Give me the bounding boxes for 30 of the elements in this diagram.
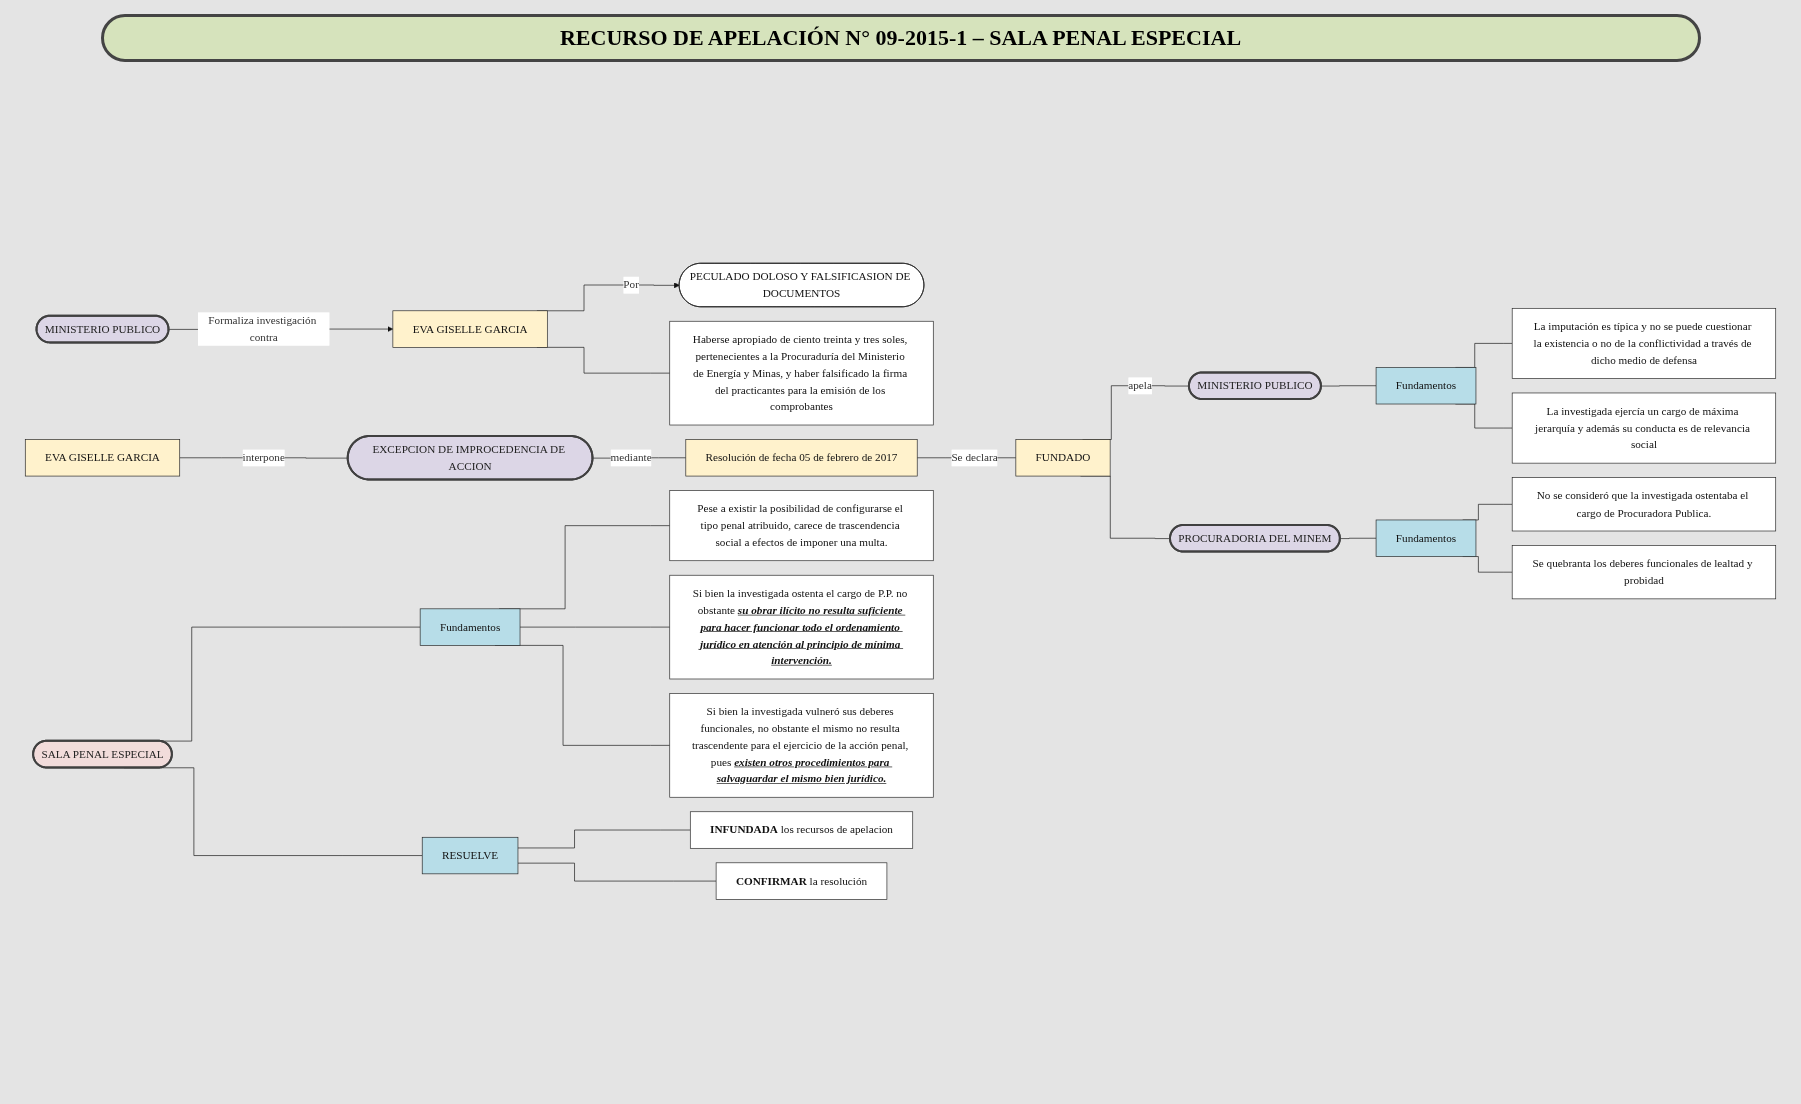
- edge-label: apela: [1128, 378, 1152, 392]
- node-box: Fundamentos: [419, 608, 521, 646]
- node-box: Fundamentos: [1375, 519, 1477, 557]
- edge-label: Formaliza investigación contra: [208, 313, 317, 344]
- connector: [519, 626, 671, 628]
- connector: [1320, 385, 1377, 387]
- node-box: La imputación es típica y no se puede cuestionar la existencia o no de la conflictividad a través de dicho medio de defensa: [1511, 307, 1777, 379]
- edge-label: Se declara: [951, 451, 998, 464]
- connector: [1339, 537, 1377, 539]
- connector: [517, 862, 717, 882]
- node-box: RESUELVE: [421, 836, 519, 874]
- node-box: Si bien la investigada vulneró sus deberes funcionales, no obstante el mismo no resulta trascendente para el ejercicio de la acción penal, pues existen otros procedimientos para salvaguardar el mismo bien jurídico.: [669, 692, 934, 798]
- node-box: Se quebranta los deberes funcionales de lealtad y probidad: [1511, 544, 1777, 599]
- edge-label: mediante: [610, 451, 652, 464]
- node-box: Resolución de fecha 05 de febrero de 2017: [685, 438, 918, 477]
- node-box: FUNDADO: [1015, 438, 1111, 477]
- node-box: Si bien la investigada ostenta el cargo de P.P. no obstante su obrar ilícito no resulta suficiente para hacer funcionar todo el ordenamiento jurídico en atención al principio de mínima intervención.: [669, 574, 934, 679]
- node-box: EVA GISELLE GARCIA: [24, 438, 181, 477]
- node-box: No se consideró que la investigada ostentaba el cargo de Procuradora Publica.: [1511, 477, 1777, 531]
- node-box: CONFIRMAR la resolución: [715, 862, 888, 900]
- connector: [517, 829, 691, 848]
- edge-label: interpone: [242, 451, 285, 464]
- node-box: EVA GISELLE GARCIA: [392, 310, 548, 348]
- node-box: Haberse apropiado de ciento treinta y tres soles, pertenecientes a la Procuraduría del Ministerio de Energía y Minas, y haber falsificado la firma del practicantes para la emisión de los comprobantes: [669, 320, 934, 425]
- edge-label: Por: [623, 278, 639, 291]
- node-box: La investigada ejercía un cargo de máxima jerarquía y además su conducta es de relevancia social: [1511, 392, 1777, 464]
- title-banner: RECURSO DE APELACIÓN N° 09-2015-1 – SALA PENAL ESPECIAL: [100, 14, 1701, 62]
- node-box: INFUNDADA los recursos de apelacion: [689, 811, 914, 849]
- node-box: Pese a existir la posibilidad de configurarse el tipo penal atribuido, carece de trascendencia social a efectos de imponer una multa.: [669, 489, 934, 561]
- node-box: Fundamentos: [1375, 366, 1477, 404]
